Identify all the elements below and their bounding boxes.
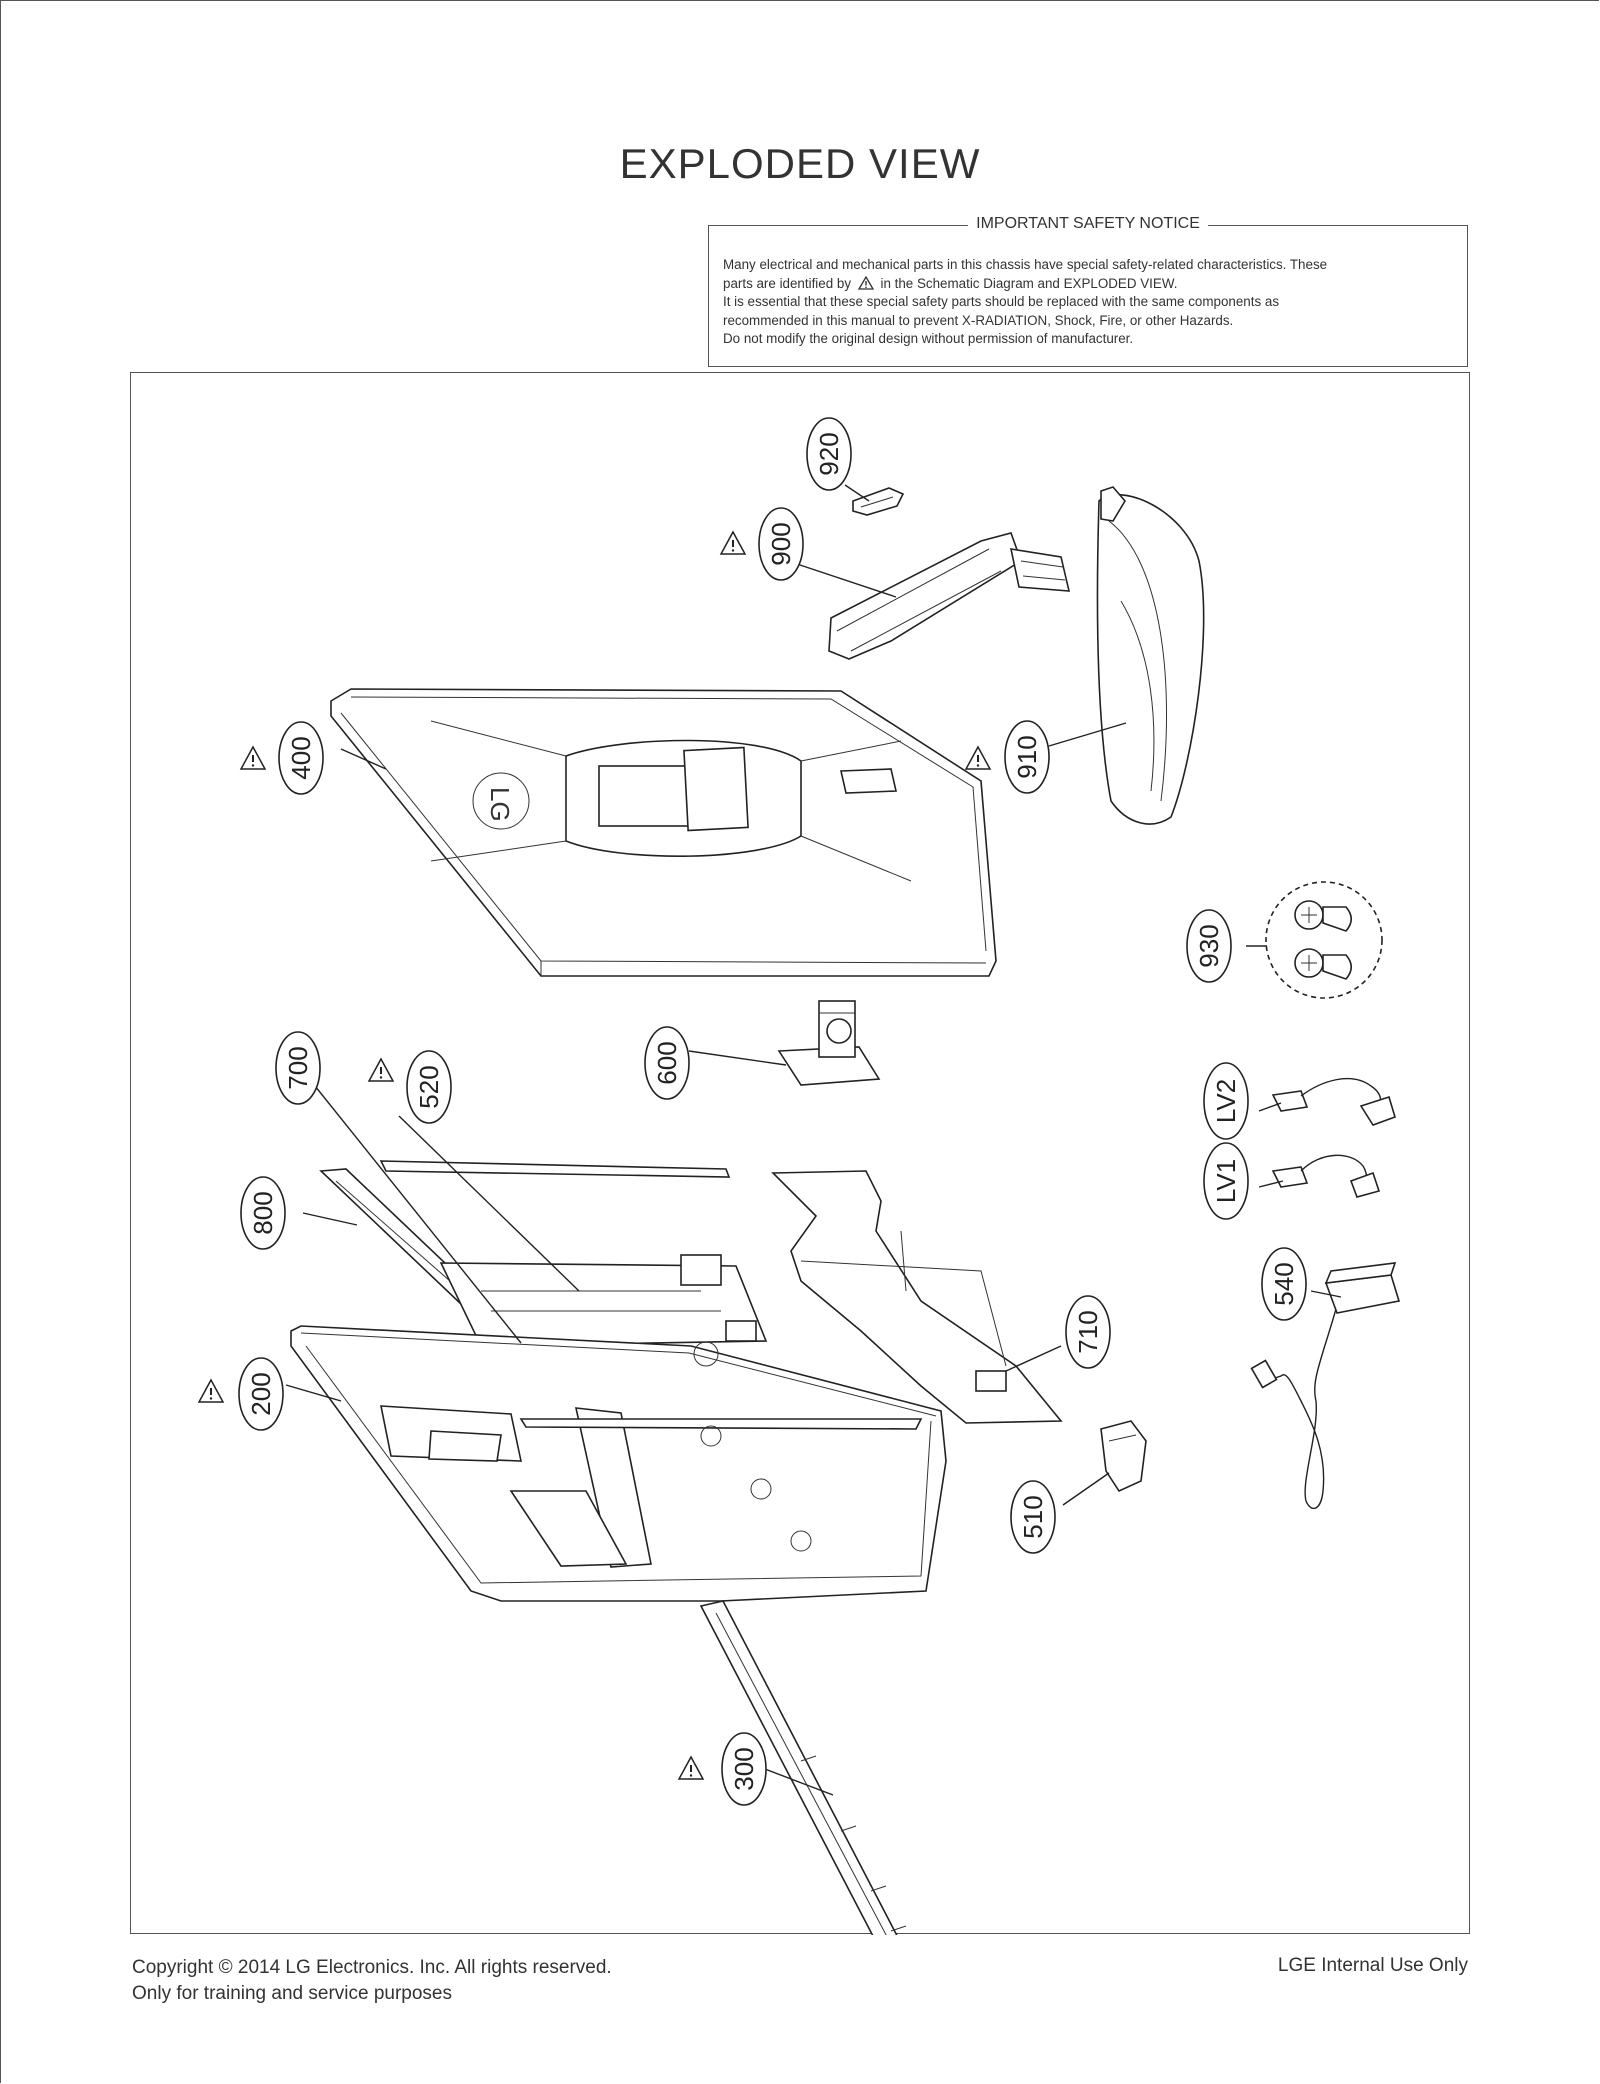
part-540-adapter [1250,1262,1401,1510]
callout-800: 800 [240,1176,286,1250]
warning-triangle-icon [720,531,746,555]
callout-300: 300 [678,1732,767,1806]
callout-520: 520 [368,1050,452,1124]
part-510-module [1100,1420,1147,1493]
label-600: 600 [652,1041,682,1084]
cable-lv1 [1271,1154,1381,1198]
callout-600: 600 [644,1026,690,1100]
notice-line-4: recommended in this manual to prevent X-… [723,312,1234,328]
part-920-cap [852,487,905,516]
warning-triangle-icon [678,1756,704,1780]
part-520-main-board [439,1254,768,1347]
label-700: 700 [283,1046,313,1089]
warning-triangle-icon [368,1058,394,1082]
warning-triangle-icon [240,746,266,770]
footer-internal: LGE Internal Use Only [1277,1955,1468,1976]
label-lv2: LV2 [1211,1079,1241,1123]
part-300-bottom-cover [699,1600,907,1935]
training-text: Only for training and service purposes [132,1983,452,2004]
label-400: 400 [286,736,316,779]
safety-notice-box: IMPORTANT SAFETY NOTICE Many electrical … [708,215,1468,367]
part-900-stand-neck [828,532,1071,660]
callout-700: 700 [275,1031,321,1105]
callout-leaders [285,484,1342,1796]
label-510: 510 [1018,1495,1048,1538]
label-930: 930 [1194,924,1224,967]
callout-900: 900 [720,507,804,581]
label-lv1: LV1 [1211,1159,1241,1203]
part-930-screws [1265,881,1383,999]
label-520: 520 [414,1065,444,1108]
callout-200: 200 [198,1357,284,1431]
label-900: 900 [766,522,796,565]
label-920: 920 [814,432,844,475]
callout-540: 540 [1261,1247,1307,1321]
footer-copyright: Copyright © 2014 LG Electronics. Inc. Al… [132,1955,612,2007]
part-710-bracket [771,1170,1063,1424]
label-710: 710 [1073,1310,1103,1353]
notice-line-3: It is essential that these special safet… [723,294,1280,309]
notice-line-2: parts are identified by in the Schematic… [723,275,1178,291]
callout-lv2: LV2 [1203,1062,1249,1140]
callout-920: 920 [806,417,852,491]
safety-notice-text: Many electrical and mechanical parts in … [723,256,1453,349]
callout-510: 510 [1010,1480,1056,1554]
part-200-chassis [290,1325,947,1602]
safety-notice-heading: IMPORTANT SAFETY NOTICE [968,215,1208,232]
callout-lv1: LV1 [1203,1142,1249,1220]
notice-line-5: Do not modify the original design withou… [723,331,1134,346]
part-700-frame [379,1160,731,1178]
label-540: 540 [1269,1262,1299,1305]
callout-930: 930 [1186,909,1232,983]
part-910-stand-base [1096,486,1205,825]
warning-triangle-icon [198,1379,224,1403]
copyright-text: Copyright © 2014 LG Electronics. Inc. Al… [132,1957,612,1978]
logo-text: LG [485,787,515,822]
page-title: EXPLODED VIEW [619,140,981,187]
callout-910: 910 [965,720,1050,794]
label-300: 300 [729,1747,759,1790]
notice-line-1: Many electrical and mechanical parts in … [723,257,1328,272]
part-600-bracket [777,1000,881,1086]
label-910: 910 [1012,735,1042,778]
part-400-back-cover: LG [330,688,997,977]
callout-710: 710 [1065,1295,1111,1369]
exploded-view-diagram: LG [130,372,1470,1935]
label-200: 200 [246,1372,276,1415]
callout-400: 400 [240,721,324,795]
warning-triangle-icon [965,746,991,770]
warning-triangle-icon [857,275,874,290]
cable-lv2 [1271,1078,1396,1126]
label-800: 800 [248,1191,278,1234]
